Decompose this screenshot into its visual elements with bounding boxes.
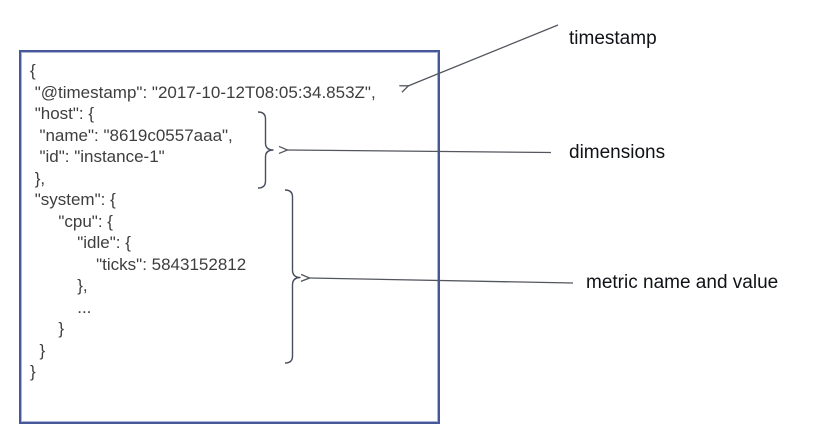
json-document-box: { "@timestamp": "2017-10-12T08:05:34.853… <box>19 50 440 424</box>
dimensions-label: dimensions <box>569 142 666 163</box>
timestamp-label: timestamp <box>569 28 657 49</box>
json-code: { "@timestamp": "2017-10-12T08:05:34.853… <box>30 61 376 381</box>
metric-name-and-value-label: metric name and value <box>586 272 779 293</box>
